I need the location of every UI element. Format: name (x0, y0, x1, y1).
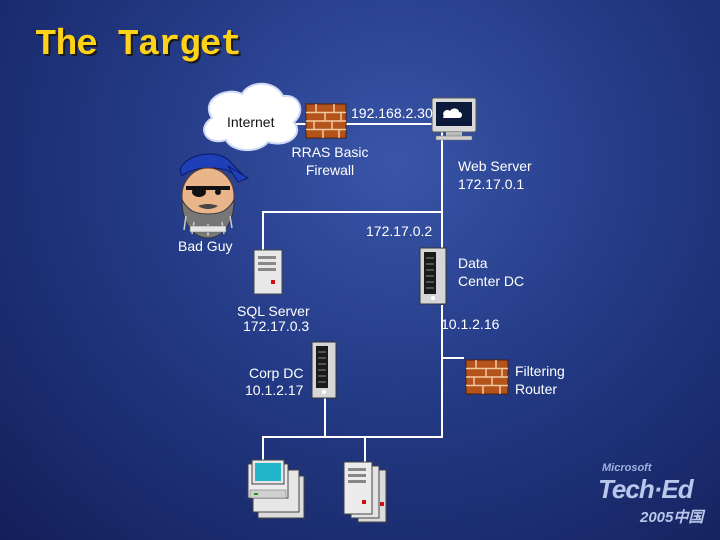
data-center-dc-icon (420, 248, 446, 304)
logo-vendor: Microsoft (602, 462, 652, 474)
tech-ed-logo: Microsoft Tech·Ed 2005中国 (590, 462, 710, 532)
server-cluster-icon (344, 462, 386, 522)
corp-dc-ip-label: 10.1.2.17 (245, 381, 303, 399)
filtering-router-label-line2: Router (515, 380, 557, 398)
logo-year: 2005中国 (640, 506, 703, 527)
firewall-icon (306, 104, 346, 138)
filtering-router-label-line1: Filtering (515, 362, 565, 380)
internet-label: Internet (227, 113, 274, 131)
firewall-label: RRAS Basic Firewall (289, 143, 371, 179)
dmz-ip-label: 172.17.0.2 (366, 222, 432, 240)
data-center-dc-label-line2: Center DC (458, 272, 524, 290)
logo-event: Tech·Ed (598, 474, 693, 505)
sql-server-icon (254, 250, 282, 294)
bad-guy-label: Bad Guy (178, 237, 232, 255)
router-ip-label: 10.1.2.16 (441, 315, 499, 333)
filtering-router-icon (466, 360, 508, 394)
data-center-dc-label-line1: Data (458, 254, 488, 272)
web-server-ip-label: 172.17.0.1 (458, 175, 524, 193)
sql-server-ip-label: 172.17.0.3 (243, 317, 309, 335)
web-server-icon (432, 98, 476, 140)
workstation-icon (248, 460, 304, 518)
web-server-label: Web Server (458, 157, 532, 175)
corp-dc-label: Corp DC (249, 364, 303, 382)
firewall-label-line2: Firewall (289, 161, 371, 179)
pirate-bad-guy-icon (180, 154, 248, 238)
firewall-label-line1: RRAS Basic (289, 143, 371, 161)
firewall-ip-label: 192.168.2.30 (351, 104, 433, 122)
corp-dc-icon (312, 342, 336, 398)
